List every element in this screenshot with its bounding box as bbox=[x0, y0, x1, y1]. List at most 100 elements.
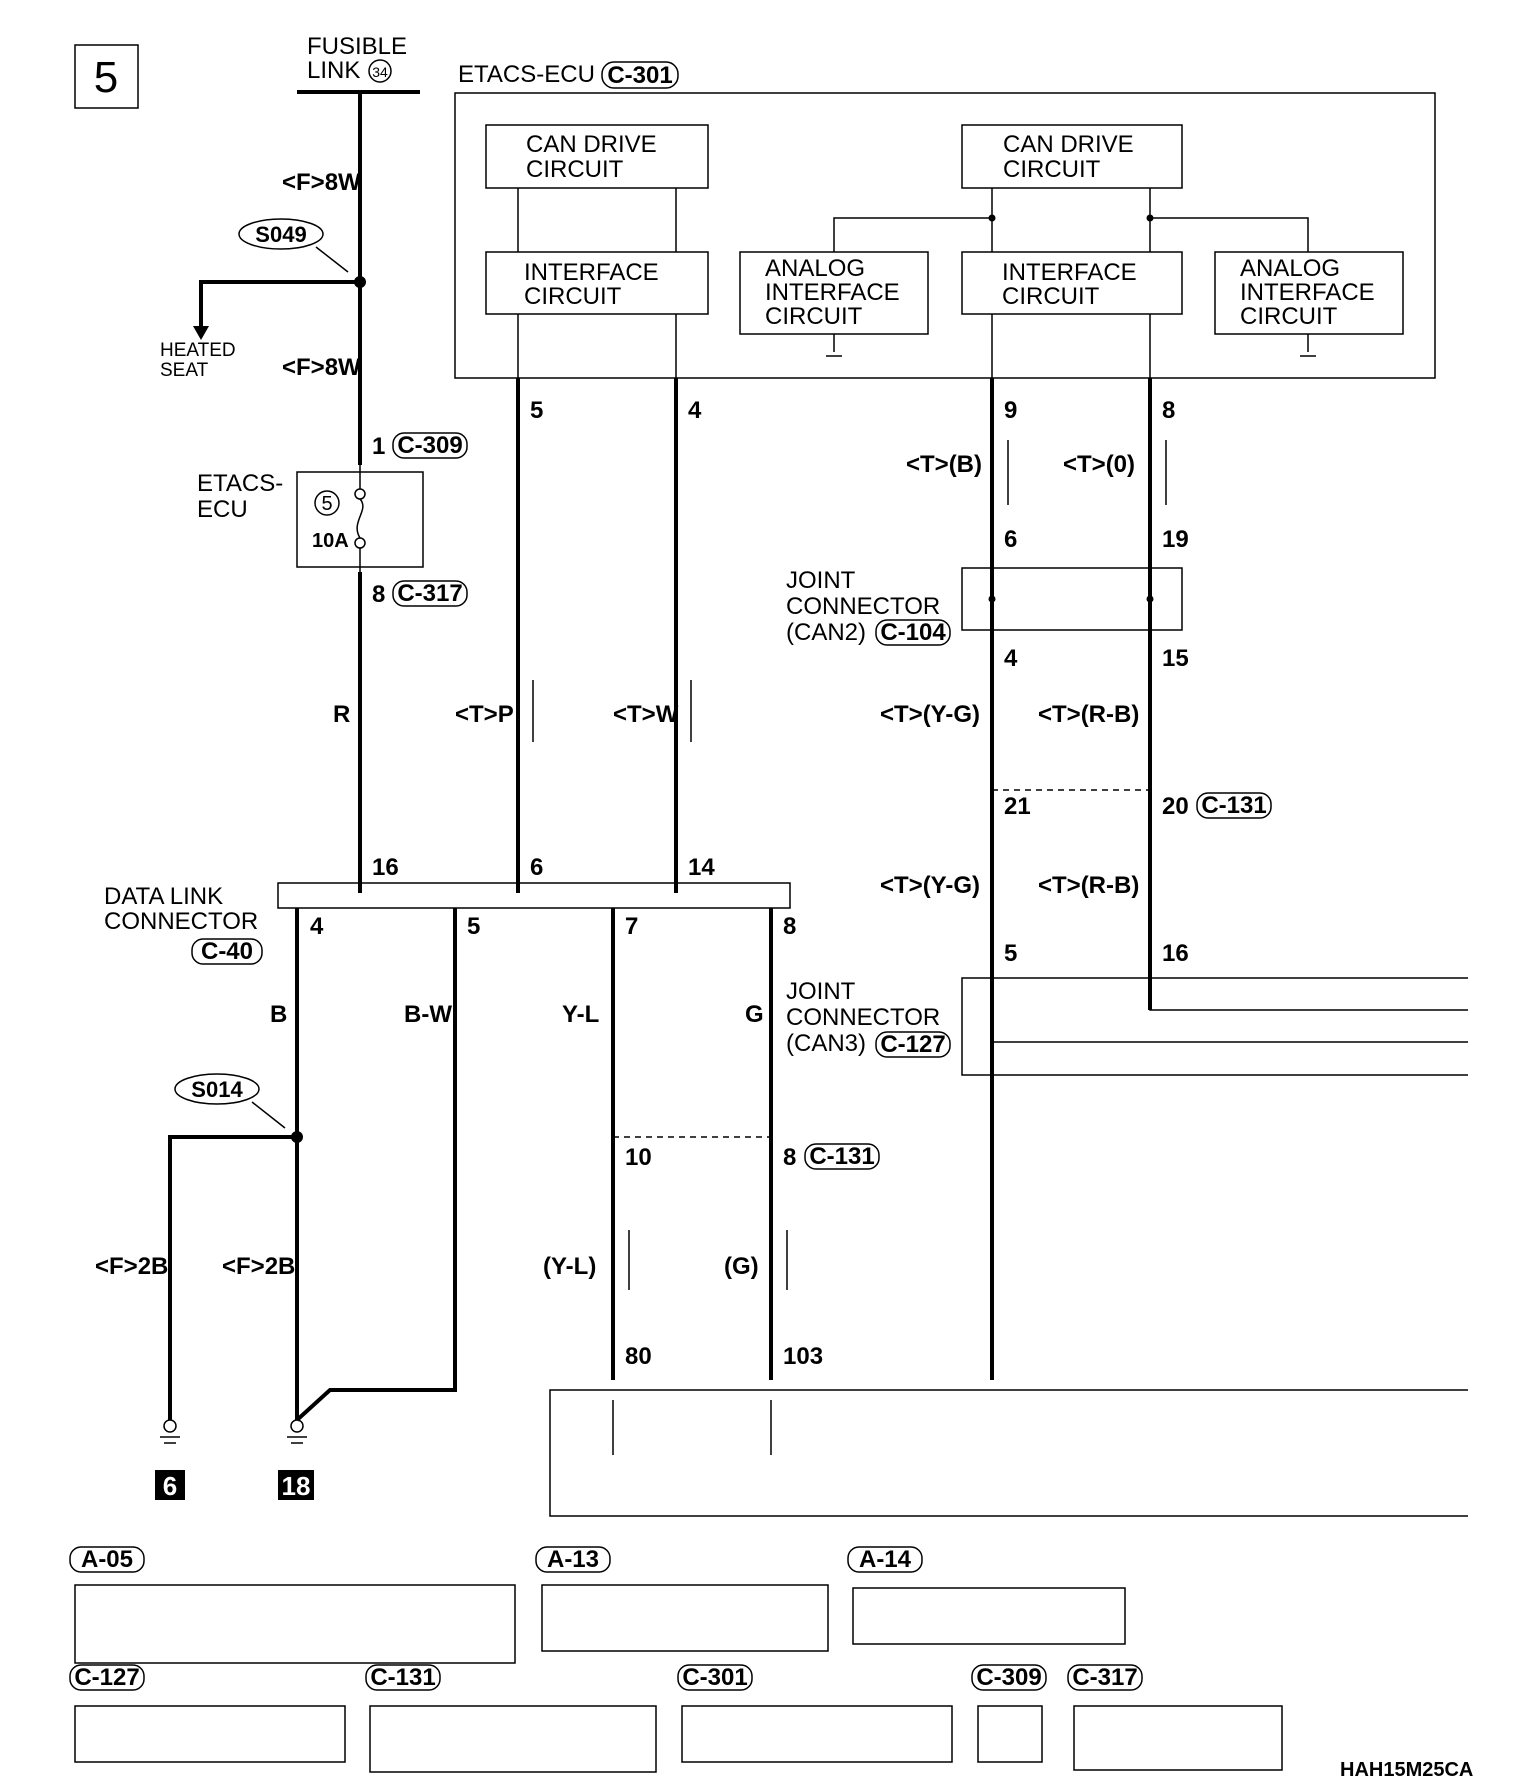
splice-s049-label: S049 bbox=[255, 222, 306, 247]
interface-circuit-left bbox=[485, 251, 709, 315]
wire-label-tyg-1: <T>(Y-G) bbox=[880, 701, 980, 728]
wire-label-tb: <T>(B) bbox=[906, 451, 982, 478]
joint-connector-can3 bbox=[961, 977, 1468, 1076]
connector-tag-c317 bbox=[392, 580, 468, 607]
ground-terminal bbox=[290, 1419, 304, 1433]
connector-c131-a: C-131 bbox=[1201, 792, 1266, 819]
wire-label-bw: B-W bbox=[404, 1001, 452, 1028]
interface-right-l2: CIRCUIT bbox=[1002, 283, 1100, 310]
connector-tag-c309-b bbox=[971, 1664, 1047, 1691]
splice-s049-oval bbox=[238, 218, 324, 250]
heated-seat-branch bbox=[199, 280, 360, 330]
pin-20: 20 bbox=[1162, 793, 1189, 820]
connector-face-c309 bbox=[977, 1705, 1043, 1763]
analog-right-l3: CIRCUIT bbox=[1240, 303, 1338, 330]
connector-tag-c127-b bbox=[69, 1664, 145, 1691]
ground-branch bbox=[168, 1135, 297, 1420]
pin-16-c127: 16 bbox=[1162, 940, 1189, 967]
interface-right-l1: INTERFACE bbox=[1002, 259, 1137, 286]
analog-interface-right bbox=[1214, 251, 1404, 335]
connector-tag-c317-b bbox=[1067, 1664, 1143, 1691]
dlc-l2: CONNECTOR bbox=[104, 908, 258, 935]
splice-leader bbox=[251, 1101, 286, 1129]
connector-c127-b: C-127 bbox=[74, 1664, 139, 1691]
etacs-ecu-frame bbox=[454, 92, 1436, 379]
joint-connector-can2 bbox=[961, 567, 1183, 631]
fusible-link-label-2: LINK bbox=[307, 57, 360, 84]
can-drive-circuit-right bbox=[961, 124, 1183, 189]
wire-label-g: G bbox=[745, 1001, 764, 1028]
connector-tag-c40 bbox=[191, 938, 263, 965]
ground-ref-6-box bbox=[155, 1470, 185, 1500]
pin-1: 1 bbox=[372, 433, 385, 460]
can-drive-circuit-left bbox=[485, 124, 709, 189]
fuse-element-icon bbox=[356, 498, 364, 539]
etacs-ecu-connector: C-301 bbox=[607, 62, 672, 89]
analog-right-l2: INTERFACE bbox=[1240, 279, 1375, 306]
joint-can2-l1: JOINT bbox=[786, 567, 856, 594]
connector-c317: C-317 bbox=[397, 580, 462, 607]
wire-label-to: <T>(0) bbox=[1063, 451, 1135, 478]
can3-link bbox=[1149, 978, 1468, 1011]
heated-seat-l2: SEAT bbox=[160, 360, 209, 381]
wire-label-trb-2: <T>(R-B) bbox=[1038, 872, 1139, 899]
connector-tag-c301-b bbox=[677, 1664, 753, 1691]
wire-label-f8w-1: <F>8W bbox=[282, 169, 361, 196]
splice-leader bbox=[315, 246, 349, 273]
connector-c127: C-127 bbox=[880, 1031, 945, 1058]
fuse-amp: 10A bbox=[312, 530, 349, 552]
interface-left-l2: CIRCUIT bbox=[524, 283, 622, 310]
connector-c301-b: C-301 bbox=[682, 1664, 747, 1691]
analog-left-l1: ANALOG bbox=[765, 255, 865, 282]
connector-a14: A-14 bbox=[859, 1546, 912, 1573]
joint-can2-l2: CONNECTOR bbox=[786, 593, 940, 620]
arrow-down-icon bbox=[193, 326, 209, 340]
diagram-code: HAH15M25CA bbox=[1340, 1759, 1473, 1781]
fuse-terminal bbox=[354, 488, 366, 500]
page-number: 5 bbox=[94, 53, 118, 102]
pin-14: 14 bbox=[688, 854, 715, 881]
wire-label-f8w-2: <F>8W bbox=[282, 354, 361, 381]
wire-label-yl-p: (Y-L) bbox=[543, 1253, 596, 1280]
connector-face-a14 bbox=[852, 1587, 1126, 1645]
connector-face-c317 bbox=[1073, 1705, 1283, 1771]
wire-label-b: B bbox=[270, 1001, 287, 1028]
joint-can3-l3: (CAN3) bbox=[786, 1030, 866, 1057]
analog-right-l1: ANALOG bbox=[1240, 255, 1340, 282]
analog-left-l2: INTERFACE bbox=[765, 279, 900, 306]
pin-8-dlc: 8 bbox=[783, 913, 796, 940]
internal-link bbox=[1150, 217, 1309, 252]
connector-tag-c131-c bbox=[365, 1664, 441, 1691]
pin-16: 16 bbox=[372, 854, 399, 881]
wire-label-tyg-2: <T>(Y-G) bbox=[880, 872, 980, 899]
internal-link bbox=[833, 217, 992, 252]
wire-label-g-p: (G) bbox=[724, 1253, 759, 1280]
junction-dot bbox=[1146, 214, 1154, 222]
interface-left-l1: INTERFACE bbox=[524, 259, 659, 286]
pin-80: 80 bbox=[625, 1343, 652, 1370]
wire-label-f2b-2: <F>2B bbox=[222, 1253, 295, 1280]
connector-face-a05 bbox=[74, 1584, 516, 1664]
fuse-num: 5 bbox=[321, 493, 332, 515]
pin-5-ecu: 5 bbox=[530, 397, 543, 424]
wire-label-yl: Y-L bbox=[562, 1001, 599, 1028]
etacs-ecu-title: ETACS-ECU bbox=[458, 61, 595, 88]
connector-c309-b: C-309 bbox=[976, 1664, 1041, 1691]
lower-component-frame bbox=[549, 1389, 1468, 1517]
ground-ref-18-box bbox=[278, 1470, 314, 1500]
connector-c104: C-104 bbox=[880, 619, 946, 646]
splice-s014-oval bbox=[174, 1073, 260, 1105]
junction-dot bbox=[1146, 595, 1154, 603]
wire-bw bbox=[295, 908, 457, 1422]
ground-terminal bbox=[163, 1419, 177, 1433]
ground-ref-6: 6 bbox=[163, 1471, 177, 1501]
connector-tag-a14 bbox=[847, 1546, 923, 1573]
pin-5-dlc: 5 bbox=[467, 913, 480, 940]
wire-label-tp: <T>P bbox=[455, 701, 514, 728]
connector-tag-c131-b bbox=[804, 1143, 880, 1170]
fusible-link-label-1: FUSIBLE bbox=[307, 33, 407, 60]
pin-6-dlc: 6 bbox=[530, 854, 543, 881]
fuse-label-2: ECU bbox=[197, 496, 248, 523]
pin-4-ecu: 4 bbox=[688, 397, 702, 424]
